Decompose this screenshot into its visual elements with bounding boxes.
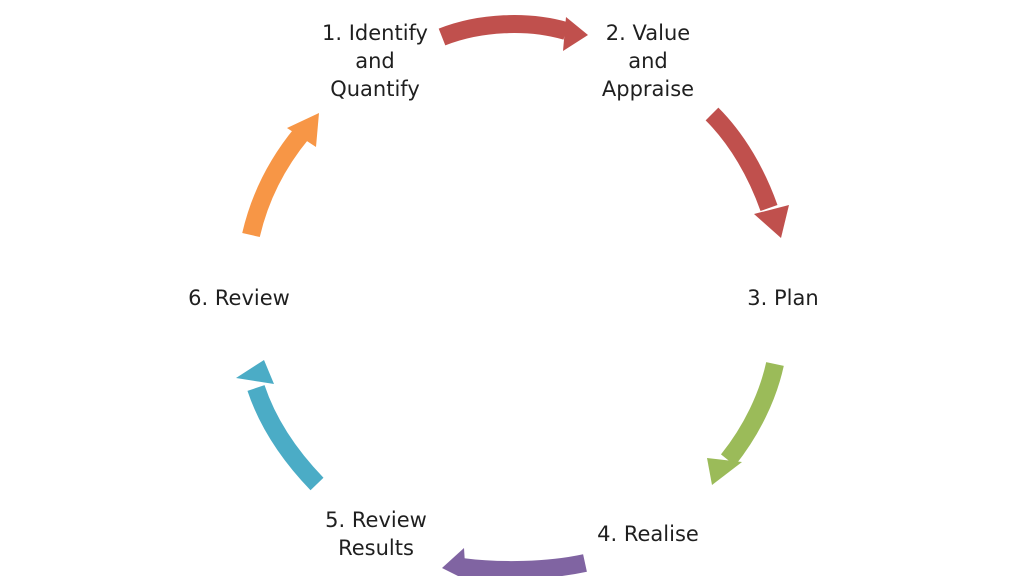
arrow-plan-to-realise-shaft bbox=[720, 361, 784, 466]
step-identify-and-quantify: 1. Identify and Quantify bbox=[314, 19, 436, 103]
step-identify-and-quantify-line-3: Quantify bbox=[330, 77, 420, 101]
step-value-and-appraise-line-1: 2. Value bbox=[605, 21, 691, 45]
step-review-line-1: 6. Review bbox=[188, 286, 290, 310]
arrow-plan-to-realise bbox=[707, 361, 784, 485]
arrow-realise-to-review-results bbox=[442, 548, 587, 576]
step-value-and-appraise-line-3: Appraise bbox=[601, 77, 695, 101]
arrow-plan-to-realise-head bbox=[707, 458, 742, 485]
arrow-value-to-plan bbox=[705, 107, 789, 238]
arrow-value-to-plan-head bbox=[754, 205, 789, 238]
arrow-value-to-plan-shaft bbox=[705, 107, 778, 212]
arrow-realise-to-review-results-head bbox=[442, 548, 466, 576]
arrow-realise-to-review-results-shaft bbox=[460, 554, 587, 576]
step-realise-line-1: 4. Realise bbox=[597, 522, 699, 546]
step-plan-line-1: 3. Plan bbox=[747, 286, 819, 310]
step-review: 6. Review bbox=[180, 284, 298, 312]
step-identify-and-quantify-line-1: 1. Identify bbox=[322, 21, 428, 45]
arrow-review-results-to-review-head bbox=[236, 360, 274, 384]
step-value-and-appraise: 2. Value and Appraise bbox=[590, 19, 706, 103]
step-review-results: 5. Review Results bbox=[312, 506, 440, 562]
arrow-review-results-to-review-shaft bbox=[247, 385, 324, 491]
arrow-review-to-identify-shaft bbox=[242, 127, 309, 238]
arrow-identify-to-value bbox=[438, 15, 588, 51]
arrow-review-results-to-review bbox=[236, 360, 324, 491]
step-identify-and-quantify-line-2: and bbox=[355, 49, 395, 73]
arrow-identify-to-value-head bbox=[563, 17, 588, 51]
arrow-review-to-identify-head bbox=[287, 113, 319, 147]
arrow-review-to-identify bbox=[242, 113, 319, 238]
step-value-and-appraise-line-2: and bbox=[628, 49, 668, 73]
arrow-identify-to-value-shaft bbox=[438, 15, 569, 46]
step-realise: 4. Realise bbox=[588, 520, 708, 548]
step-plan: 3. Plan bbox=[742, 284, 824, 312]
step-review-results-line-1: 5. Review bbox=[325, 508, 427, 532]
step-review-results-line-2: Results bbox=[338, 536, 414, 560]
